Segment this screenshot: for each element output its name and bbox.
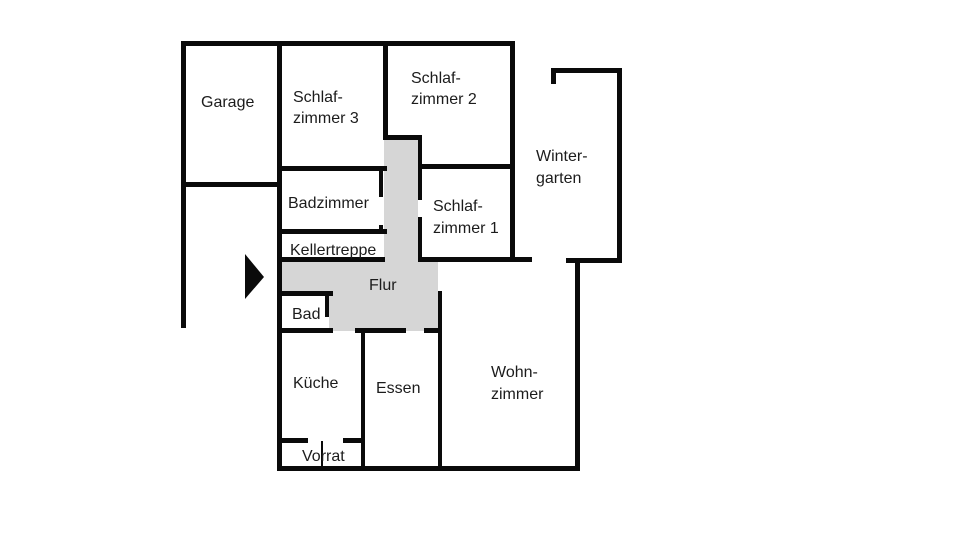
room-label-wohnzimmer-line1: Wohn- [491,364,538,381]
room-label-bad: Bad [292,304,320,325]
room-label-schlafzimmer1-line2: zimmer 1 [433,220,499,237]
room-label-wintergarten: Winter- garten [536,146,588,190]
wall-kellertreppe-bottom [277,257,385,262]
room-label-wohnzimmer: Wohn- zimmer [491,362,543,406]
room-label-schlafzimmer1-line1: Schlaf- [433,198,483,215]
room-label-flur: Flur [369,275,397,296]
wall-badzimmer-right-upper [379,166,383,197]
wall-badzimmer-top [277,166,387,171]
room-label-schlafzimmer3-line1: Schlaf- [293,89,343,106]
wall-badzimmer-bottom [277,229,387,234]
wall-bad-right [325,291,329,317]
wall-wintergarten-right [617,68,622,263]
entrance-arrow-icon [245,254,264,299]
wall-corridor-right-lower [418,217,422,262]
flur-floor-band-upper [282,262,438,292]
room-label-vorrat: Vorrat [302,446,345,467]
vorrat-door-leaf-line [321,441,323,466]
wall-corridor-top [383,135,422,140]
room-label-wintergarten-line2: garten [536,170,582,187]
wall-vorrat-top-right [343,438,365,443]
room-label-flur-text: Flur [369,277,397,294]
wall-schlafzimmer1-top [420,164,515,169]
wall-kueche-top [277,328,333,333]
room-label-schlafzimmer2-line1: Schlaf- [411,70,461,87]
room-label-badzimmer-text: Badzimmer [288,195,369,212]
wall-divider-sz3-sz2 [383,41,388,140]
wall-bad-top [277,291,333,296]
wall-wohnzimmer-left [438,291,442,471]
wall-wintergarten-top [551,68,622,73]
wall-vorrat-top-left [277,438,308,443]
room-label-kellertreppe-text: Kellertreppe [290,242,377,259]
wall-kueche-essen-divider [361,328,365,471]
room-label-kueche-text: Küche [293,375,339,392]
wall-west-inner [277,41,282,471]
room-label-schlafzimmer2-line2: zimmer 2 [411,91,477,108]
room-label-wohnzimmer-line2: zimmer [491,386,544,403]
room-label-garage-text: Garage [201,94,255,111]
wall-house-right [510,41,515,262]
wall-essen-top-right [424,328,442,333]
room-label-wintergarten-line1: Winter- [536,148,588,165]
wall-garage-bottom [181,182,281,187]
wall-wohnzimmer-right [575,258,580,471]
room-label-kellertreppe: Kellertreppe [290,240,376,261]
wall-essen-top-left [355,328,406,333]
room-label-essen: Essen [376,378,420,399]
flur-floor-corridor [384,140,418,262]
wall-wintergarten-bottom [566,258,622,263]
room-label-badzimmer: Badzimmer [288,193,369,214]
room-label-bad-text: Bad [292,306,321,323]
wall-schlafzimmer1-bottom [418,257,532,262]
wall-corridor-right-upper [418,137,422,200]
room-label-garage: Garage [201,92,254,113]
room-label-essen-text: Essen [376,380,421,397]
room-label-vorrat-text: Vorrat [302,448,345,465]
wall-outer-top [181,41,515,46]
flur-floor-band-lower [329,292,438,331]
room-label-schlafzimmer3: Schlaf- zimmer 3 [293,87,359,129]
room-label-schlafzimmer1: Schlaf- zimmer 1 [433,196,499,240]
wall-wintergarten-topleft-tick [551,68,556,84]
room-label-kueche: Küche [293,373,338,394]
room-label-schlafzimmer2: Schlaf- zimmer 2 [411,68,477,110]
wall-outer-bottom [277,466,580,471]
room-label-schlafzimmer3-line2: zimmer 3 [293,110,359,127]
